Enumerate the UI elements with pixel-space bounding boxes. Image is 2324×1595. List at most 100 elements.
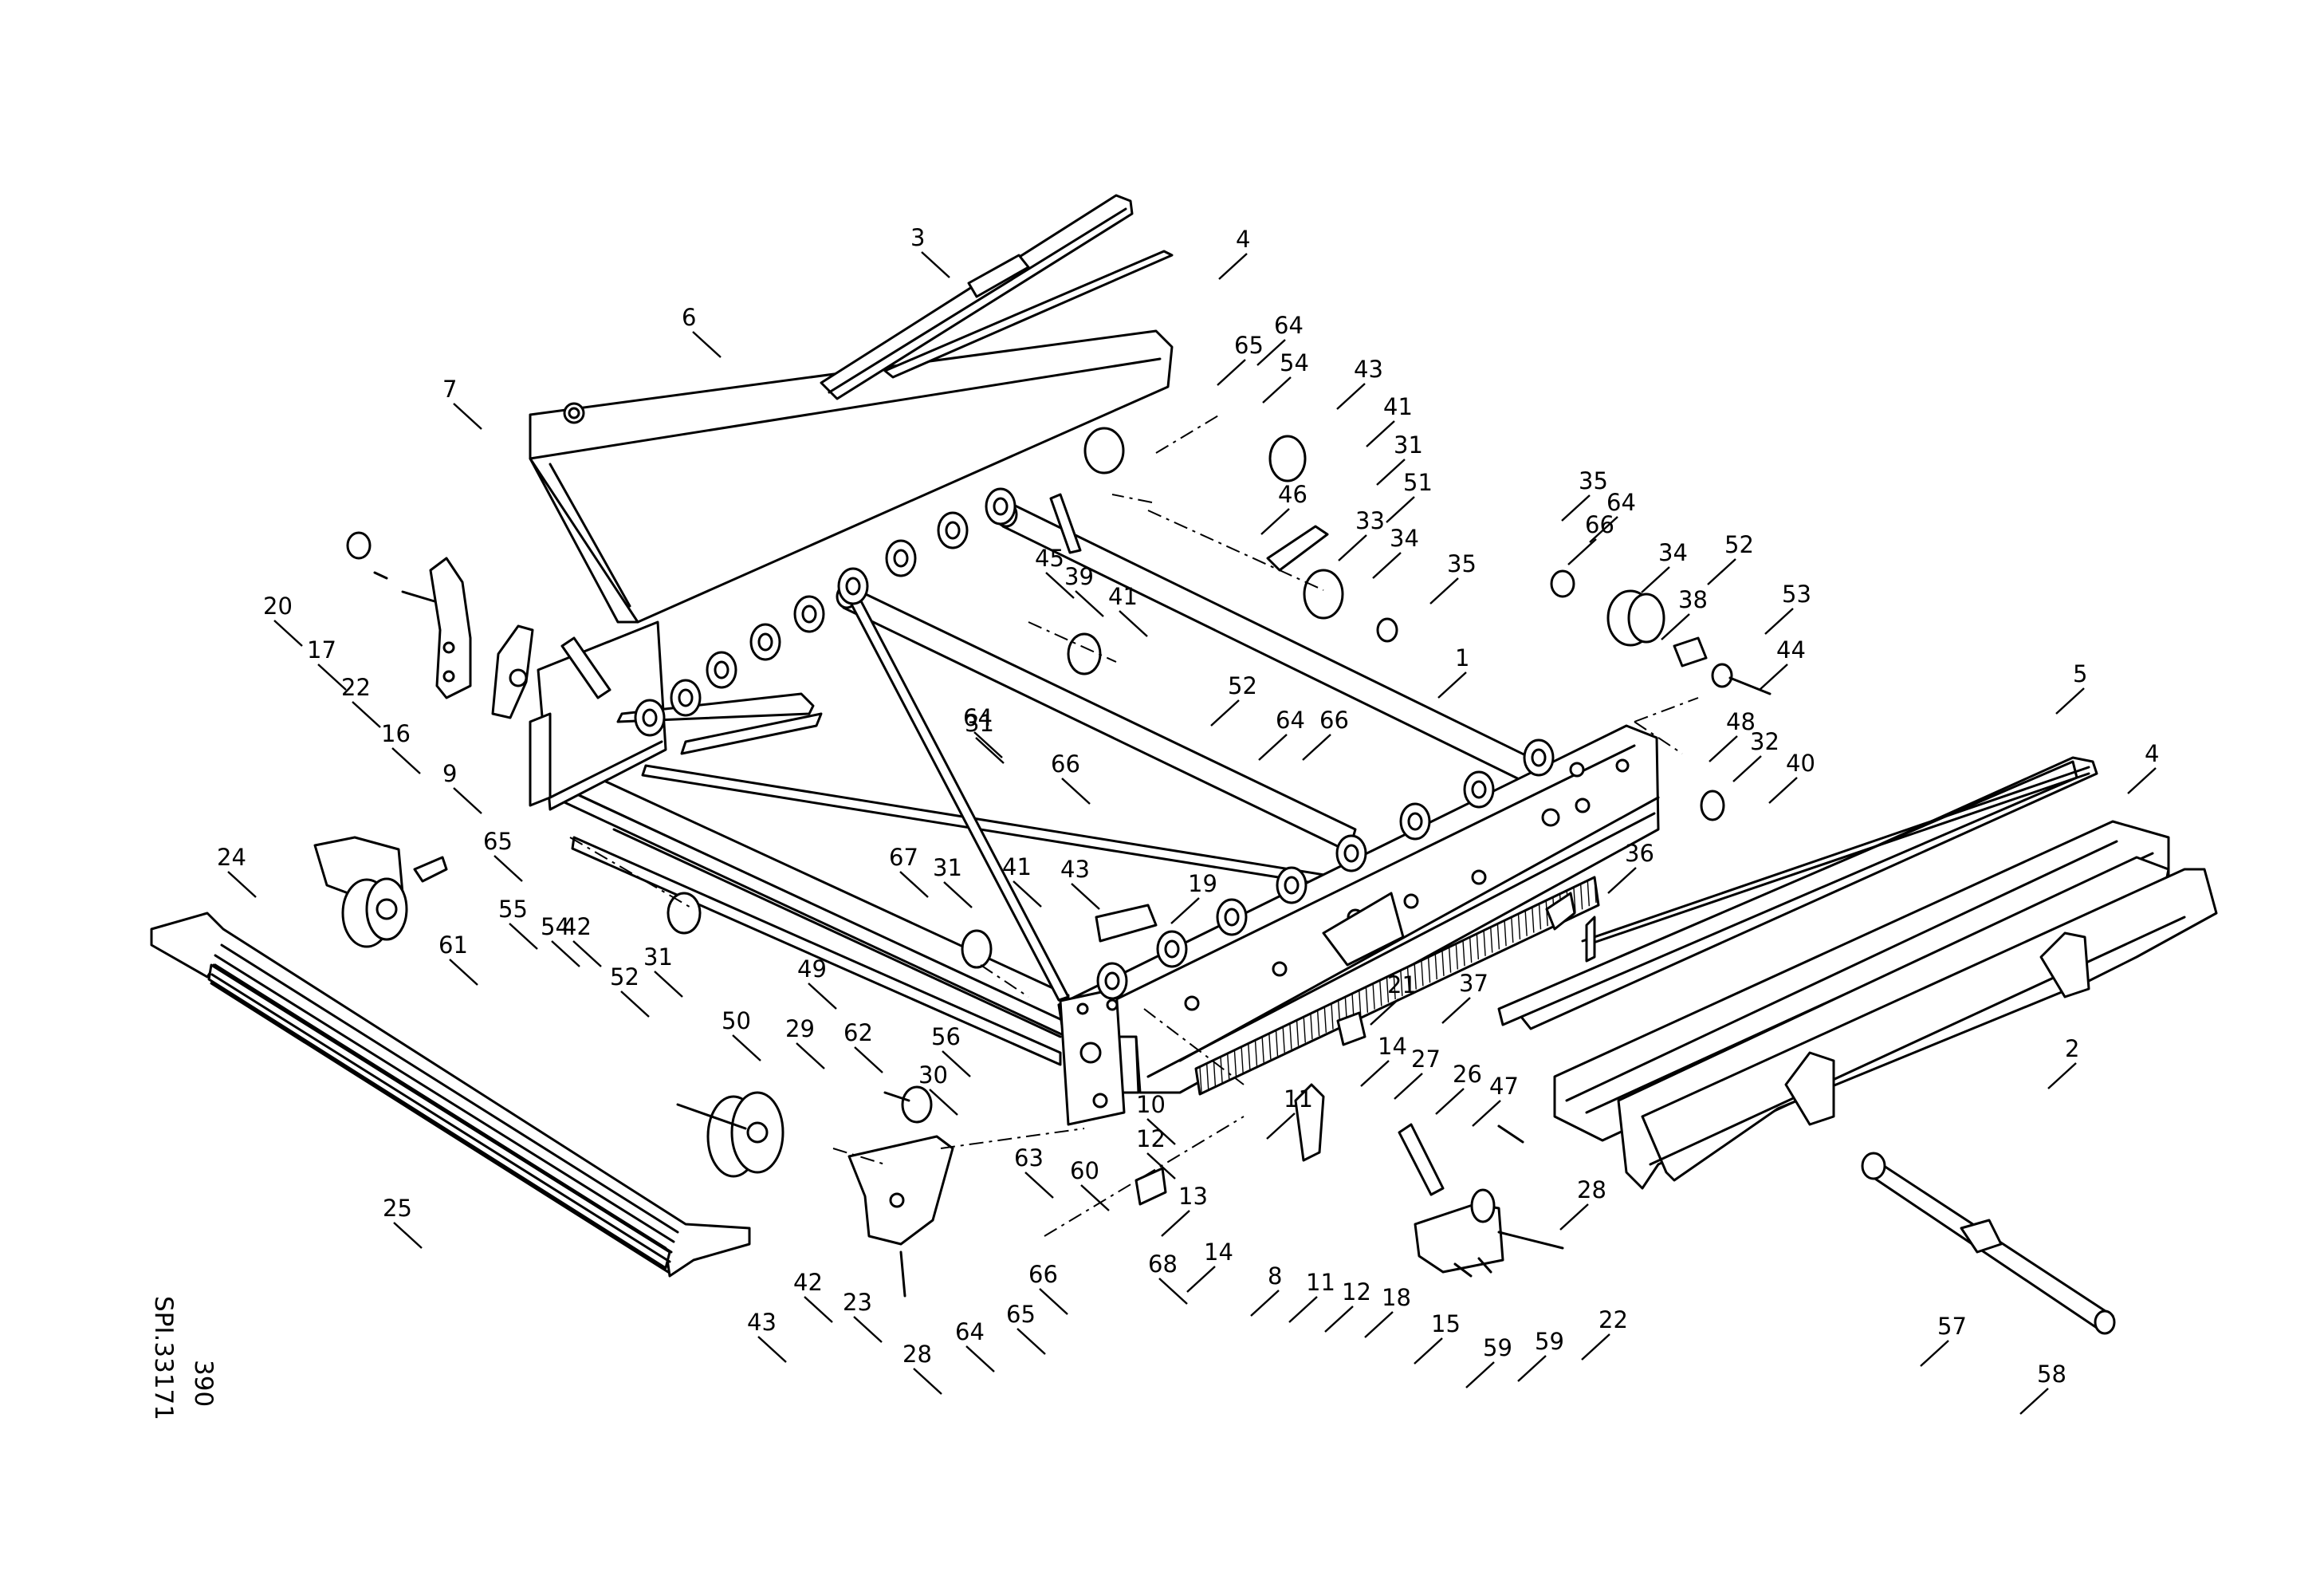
callout-36: 36 bbox=[1625, 840, 1654, 867]
callout-14: 14 bbox=[1204, 1239, 1233, 1266]
callout-2: 2 bbox=[2065, 1035, 2079, 1062]
callout-43: 43 bbox=[747, 1309, 777, 1336]
callout-56: 56 bbox=[931, 1023, 961, 1050]
drawing-reference-code: SPI.33171 bbox=[149, 1296, 178, 1420]
roller-hub bbox=[642, 708, 658, 727]
side-panel-5 bbox=[1497, 756, 2098, 1030]
callout-59: 59 bbox=[1483, 1334, 1512, 1361]
callout-5: 5 bbox=[2073, 660, 2087, 687]
callout-6: 6 bbox=[682, 304, 696, 331]
callout-11: 11 bbox=[1284, 1085, 1313, 1113]
callout-12: 12 bbox=[1136, 1125, 1166, 1152]
roller-hub bbox=[893, 549, 909, 568]
roller-hub bbox=[1407, 812, 1423, 831]
callout-28: 28 bbox=[1577, 1176, 1606, 1203]
callout-54: 54 bbox=[541, 913, 570, 940]
centre-lines bbox=[569, 414, 1699, 1237]
front-panel-25 bbox=[150, 912, 751, 1278]
callout-11: 11 bbox=[1306, 1269, 1335, 1296]
callout-13: 13 bbox=[1178, 1183, 1208, 1210]
callout-41: 41 bbox=[1002, 853, 1032, 880]
callout-28: 28 bbox=[902, 1341, 932, 1368]
callout-52: 52 bbox=[1724, 531, 1754, 558]
callout-20: 20 bbox=[263, 593, 293, 620]
side-panel-6 bbox=[529, 329, 1174, 624]
callout-7: 7 bbox=[442, 376, 457, 403]
callout-21: 21 bbox=[1387, 971, 1417, 998]
roller-hub bbox=[1471, 780, 1487, 799]
callout-34: 34 bbox=[1658, 539, 1688, 566]
roller-hub bbox=[945, 521, 961, 540]
callout-9: 9 bbox=[442, 760, 457, 787]
main-frame-assembly bbox=[529, 493, 1660, 1126]
callout-35: 35 bbox=[1579, 467, 1608, 494]
callout-66: 66 bbox=[1028, 1261, 1058, 1288]
callout-50: 50 bbox=[722, 1007, 751, 1034]
callout-4: 4 bbox=[2145, 740, 2159, 767]
callout-68: 68 bbox=[1148, 1250, 1178, 1278]
callout-64: 64 bbox=[963, 704, 993, 731]
callout-27: 27 bbox=[1411, 1046, 1441, 1073]
callout-66: 66 bbox=[1585, 511, 1614, 538]
callout-42: 42 bbox=[562, 913, 592, 940]
callout-44: 44 bbox=[1776, 636, 1806, 664]
callout-52: 52 bbox=[610, 963, 639, 990]
callout-4: 4 bbox=[1236, 226, 1250, 253]
callout-47: 47 bbox=[1489, 1073, 1519, 1100]
small-parts bbox=[313, 427, 2116, 1335]
roller-hub bbox=[1343, 844, 1359, 863]
callout-14: 14 bbox=[1378, 1033, 1407, 1060]
callout-10: 10 bbox=[1136, 1091, 1166, 1118]
callout-55: 55 bbox=[498, 896, 528, 923]
callout-23: 23 bbox=[843, 1289, 872, 1316]
callout-16: 16 bbox=[381, 720, 411, 747]
rollers-row bbox=[634, 487, 1555, 1000]
callout-52: 52 bbox=[1228, 672, 1257, 699]
callout-33: 33 bbox=[1355, 507, 1385, 534]
callout-38: 38 bbox=[1678, 586, 1708, 613]
callout-43: 43 bbox=[1060, 856, 1090, 883]
roller-hub bbox=[714, 660, 729, 679]
roller-hub bbox=[845, 577, 861, 596]
callout-66: 66 bbox=[1051, 750, 1080, 778]
callout-29: 29 bbox=[785, 1015, 815, 1042]
roller-hub bbox=[1104, 971, 1120, 990]
callout-24: 24 bbox=[217, 844, 246, 871]
callout-3: 3 bbox=[910, 224, 925, 251]
strips-3-4 bbox=[820, 194, 1174, 400]
roller-hub bbox=[993, 497, 1009, 516]
callout-41: 41 bbox=[1383, 393, 1413, 420]
callout-64: 64 bbox=[955, 1318, 985, 1345]
callout-53: 53 bbox=[1782, 581, 1811, 608]
roller-hub bbox=[757, 632, 773, 652]
callout-51: 51 bbox=[1403, 469, 1433, 496]
callout-34: 34 bbox=[1390, 525, 1419, 552]
callout-41: 41 bbox=[1108, 583, 1138, 610]
callout-31: 31 bbox=[643, 943, 673, 971]
callout-49: 49 bbox=[797, 955, 827, 983]
roller-hub bbox=[1284, 876, 1300, 895]
callout-65: 65 bbox=[1234, 332, 1264, 359]
callout-17: 17 bbox=[307, 636, 336, 664]
callout-65: 65 bbox=[483, 828, 513, 855]
callout-31: 31 bbox=[1394, 431, 1423, 459]
callout-45: 45 bbox=[1035, 545, 1064, 572]
callout-61: 61 bbox=[438, 931, 468, 959]
roller-hub bbox=[678, 688, 694, 707]
callout-63: 63 bbox=[1014, 1144, 1044, 1172]
callout-31: 31 bbox=[965, 710, 994, 737]
callout-30: 30 bbox=[918, 1061, 948, 1089]
callout-12: 12 bbox=[1342, 1278, 1371, 1306]
callout-35: 35 bbox=[1447, 550, 1477, 577]
callout-37: 37 bbox=[1459, 970, 1488, 997]
callout-25: 25 bbox=[383, 1195, 412, 1222]
callout-64: 64 bbox=[1274, 312, 1304, 339]
callout-42: 42 bbox=[793, 1269, 823, 1296]
callout-8: 8 bbox=[1268, 1262, 1282, 1290]
callout-62: 62 bbox=[843, 1019, 873, 1046]
callout-60: 60 bbox=[1070, 1157, 1099, 1184]
callout-67: 67 bbox=[889, 844, 918, 871]
callout-32: 32 bbox=[1750, 728, 1779, 755]
callout-57: 57 bbox=[1937, 1313, 1967, 1340]
